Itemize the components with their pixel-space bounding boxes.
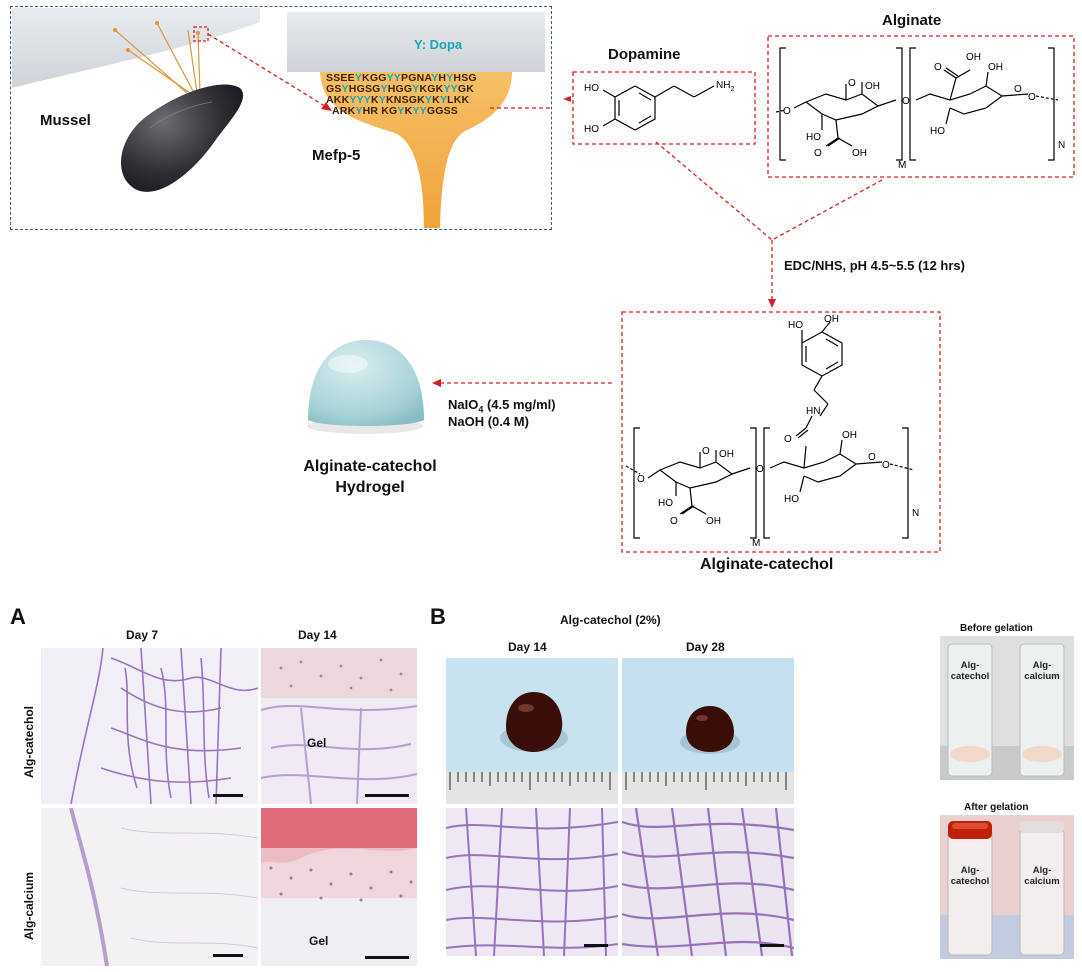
product-o-3: O (882, 460, 890, 471)
product-o-2: O (670, 516, 678, 527)
histology-a-day14-catechol: Gel (261, 648, 417, 804)
panel-b-col-day28: Day 28 (686, 640, 725, 654)
rock-surface-right (287, 12, 545, 72)
product-oh-2: OH (706, 516, 721, 527)
panel-a-letter: A (10, 604, 26, 629)
scalebar (760, 944, 784, 947)
after-gelation-title: After gelation (964, 802, 1029, 813)
dopamine-ho-1: HO (584, 83, 599, 94)
product-o-1: O (637, 474, 645, 485)
product-oh-3: OH (842, 430, 857, 441)
mussel-shell (120, 84, 244, 192)
vial-label-after-left: Alg-catechol (950, 865, 990, 887)
scalebar (584, 944, 608, 947)
dopamine-nh: NH (716, 80, 730, 91)
alginate-oh-2: OH (852, 148, 867, 159)
hydrogel-label: Alginate-catechol Hydrogel (303, 458, 437, 496)
alginate-o-link: O (902, 96, 910, 107)
alginate-o-ring2: O (1014, 84, 1022, 95)
vial-label-before-left: Alg-catechol (950, 660, 990, 682)
sequence-line-3: AKKYYYKYKNSGKYKYLKK (326, 94, 470, 106)
product-o-link: O (756, 464, 764, 475)
panel-b-letter: B (430, 604, 446, 629)
hydrogel-drop (307, 340, 424, 434)
alginate-ho-2: HO (930, 126, 945, 137)
sequence-line-1: SSEEYKGGYYPGNAYHYHSG (326, 72, 477, 84)
histology-a-day7-calcium (41, 808, 258, 966)
product-o-ring1: O (702, 446, 710, 457)
scalebar (213, 954, 243, 957)
panel-a-col-day7: Day 7 (126, 628, 159, 642)
gelation-arrow (432, 379, 614, 387)
product-ho-1: HO (658, 498, 673, 509)
product-ho-2: HO (784, 494, 799, 505)
alginate-catechol-structure: HO OH HN O O OH O HO O OH O OH HO O O M … (621, 311, 941, 553)
sequence-line-4: ARKYHR KGYKYYGGSS (332, 105, 459, 117)
scalebar (213, 794, 243, 797)
vials-after-photo: Alg-catechol Alg-calcium (940, 815, 1074, 959)
product-m: M (752, 538, 760, 549)
vials-before-photo: Alg-catechol Alg-calcium (940, 636, 1074, 780)
dopamine-nh-sub: 2 (730, 86, 734, 93)
gel-label-1: Gel (307, 736, 327, 750)
before-gelation-title: Before gelation (960, 623, 1033, 634)
product-n: N (912, 508, 919, 519)
mussel-illustration (12, 8, 550, 228)
histology-b-day14 (446, 808, 618, 956)
oxidant-line-1: NaIO4 (4.5 mg/ml) (448, 397, 556, 415)
alginate-structure: O OH O HO O OH O OH O OH HO O O M N (767, 35, 1075, 178)
alginate-title: Alginate (882, 12, 942, 29)
svg-text:NH2: NH2 (716, 80, 734, 93)
dopa-key: Y: Dopa (414, 37, 463, 52)
alginate-o-1: O (783, 106, 791, 117)
alginate-ho-1: HO (806, 132, 821, 143)
histology-a-day7-catechol (41, 648, 258, 804)
alginate-o-ring1: O (848, 78, 856, 89)
vial-label-after-right: Alg-calcium (1024, 865, 1060, 887)
product-title: Alginate-catechol (700, 556, 834, 573)
panel-a-col-day14: Day 14 (298, 628, 337, 642)
scalebar (365, 956, 409, 959)
scalebar (365, 794, 409, 797)
alginate-o-4: O (1028, 92, 1036, 103)
oxidant-line-2: NaOH (0.4 M) (448, 414, 529, 429)
product-oh-1: OH (719, 449, 734, 460)
mefp5-label: Mefp-5 (312, 147, 361, 164)
product-ho: HO (788, 320, 803, 331)
alginate-oh-1: OH (865, 81, 880, 92)
product-oh-cat: OH (824, 314, 839, 325)
mefp5-sequence: SSEEYKGGYYPGNAYHYHSG GSYHGSGYHGGYKGKYYGK… (326, 73, 477, 117)
alginate-n: N (1058, 140, 1065, 151)
product-o-amide: O (784, 434, 792, 445)
histology-b-day28 (622, 808, 794, 956)
dopamine-ho-2: HO (584, 124, 599, 135)
sequence-line-2: GSYHGSGYHGGYKGKYYGK (326, 83, 475, 95)
histology-a-day14-calcium: Gel (261, 808, 417, 966)
photo-b-day14 (446, 658, 618, 804)
product-o-ring2: O (868, 452, 876, 463)
reaction-condition: EDC/NHS, pH 4.5~5.5 (12 hrs) (784, 258, 965, 273)
alginate-o-3: O (934, 62, 942, 73)
vial-label-before-right: Alg-calcium (1024, 660, 1060, 682)
panel-b-col-day14: Day 14 (508, 640, 547, 654)
dopamine-structure: HO HO NH2 (563, 71, 756, 145)
reaction-arrows (655, 141, 883, 308)
photo-b-day28 (622, 658, 794, 804)
panel-b-header: Alg-catechol (2%) (560, 613, 661, 627)
panel-a-row-alg-calcium: Alg-calcium (22, 871, 36, 940)
alginate-m: M (898, 160, 906, 171)
alginate-o-2: O (814, 148, 822, 159)
alginate-oh-3: OH (966, 52, 981, 63)
mussel-label: Mussel (40, 112, 91, 129)
dopamine-title: Dopamine (608, 46, 681, 63)
panel-a-row-alg-catechol: Alg-catechol (22, 705, 36, 778)
protein-droplet (320, 72, 512, 228)
product-hn: HN (806, 406, 820, 417)
alginate-oh-4: OH (988, 62, 1003, 73)
gel-label-2: Gel (309, 934, 329, 948)
